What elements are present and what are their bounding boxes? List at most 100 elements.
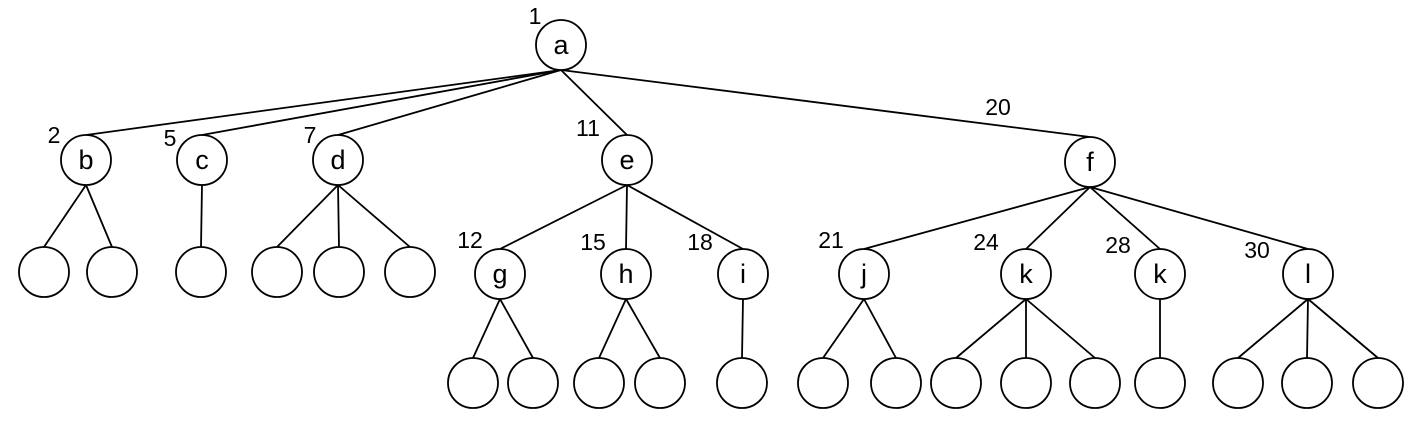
order-number-l: 30	[1244, 237, 1270, 263]
node-label: h	[618, 259, 633, 289]
node-circle	[870, 357, 922, 409]
edge-g-g1	[472, 298, 501, 359]
edge-k1-k1a	[955, 298, 1027, 359]
tree-node-j2	[870, 357, 922, 409]
node-circle	[634, 357, 686, 409]
tree-node-k2: k	[1134, 248, 1186, 300]
node-circle	[1069, 357, 1121, 409]
edge-h-h2	[625, 298, 661, 359]
tree-node-h: h	[600, 248, 652, 300]
edge-a-f	[560, 69, 1091, 138]
node-circle	[797, 357, 849, 409]
node-circle	[60, 134, 112, 186]
tree-node-k1c	[1069, 357, 1121, 409]
order-number-b: 2	[48, 122, 61, 148]
tree-node-h1	[573, 357, 625, 409]
node-circle	[1352, 357, 1404, 409]
edge-l-l1	[1237, 298, 1309, 359]
edge-l-l2	[1306, 298, 1309, 359]
edge-b-b2	[85, 184, 113, 248]
edge-d-d2	[337, 184, 340, 248]
node-circle	[1064, 136, 1116, 188]
edge-k1-k1c	[1025, 298, 1096, 359]
order-number-d: 7	[304, 122, 317, 148]
node-circle	[1134, 248, 1186, 300]
edge-d-d3	[337, 184, 411, 248]
node-circle	[716, 357, 768, 409]
tree-node-f: f	[1064, 136, 1116, 188]
order-number-k2: 28	[1105, 232, 1131, 258]
node-label: f	[1086, 147, 1094, 177]
edge-b-b1	[43, 184, 87, 248]
tree-node-l2	[1281, 357, 1333, 409]
node-label: j	[860, 259, 867, 289]
node-circle	[1000, 248, 1052, 300]
node-circle	[601, 134, 653, 186]
order-number-h: 15	[580, 229, 606, 255]
order-number-f: 20	[985, 94, 1011, 120]
tree-node-b1	[18, 246, 70, 298]
tree-node-l1	[1212, 357, 1264, 409]
order-number-c: 5	[164, 125, 177, 151]
node-circle	[1134, 357, 1186, 409]
node-circle	[312, 134, 364, 186]
node-label: a	[553, 30, 569, 60]
tree-node-d2	[313, 246, 365, 298]
node-circle	[18, 246, 70, 298]
node-circle	[447, 357, 499, 409]
node-circle	[573, 357, 625, 409]
edges-layer	[43, 69, 1379, 359]
edge-e-h	[625, 184, 628, 250]
tree-node-k2a	[1134, 357, 1186, 409]
edge-h-h1	[598, 298, 627, 359]
edge-f-k1	[1025, 186, 1091, 250]
node-circle	[507, 357, 559, 409]
node-circle	[474, 248, 526, 300]
edge-c-c1	[200, 184, 203, 248]
tree-node-d: d	[312, 134, 364, 186]
edge-e-g	[499, 184, 628, 250]
edge-f-k2	[1089, 186, 1161, 250]
tree-node-c: c	[176, 134, 228, 186]
order-number-i: 18	[687, 229, 713, 255]
order-number-k1: 24	[973, 229, 999, 255]
tree-node-g2	[507, 357, 559, 409]
edge-j-j1	[822, 298, 865, 359]
node-circle	[1281, 357, 1333, 409]
node-circle	[930, 357, 982, 409]
node-circle	[313, 246, 365, 298]
edge-i-i1	[741, 298, 744, 359]
tree-node-e: e	[601, 134, 653, 186]
order-number-j: 21	[818, 227, 844, 253]
node-circle	[535, 19, 587, 71]
node-circle	[1000, 357, 1052, 409]
edge-a-b	[85, 69, 562, 136]
node-label: b	[78, 145, 93, 175]
tree-node-k1a	[930, 357, 982, 409]
node-label: l	[1305, 259, 1311, 289]
tree-node-c1	[175, 246, 227, 298]
order-number-e: 11	[576, 115, 600, 141]
node-circle	[251, 246, 303, 298]
tree-node-k1: k	[1000, 248, 1052, 300]
edge-e-i	[626, 184, 744, 250]
node-label: e	[619, 145, 634, 175]
tree-node-g: g	[474, 248, 526, 300]
node-label: k	[1153, 259, 1167, 289]
edge-f-j	[863, 186, 1091, 250]
edge-a-d	[337, 69, 562, 136]
tree-node-j1	[797, 357, 849, 409]
order-number-g: 12	[457, 227, 483, 253]
node-circle	[600, 248, 652, 300]
node-circle	[717, 248, 769, 300]
tree-node-l3	[1352, 357, 1404, 409]
tree-node-j: j	[838, 248, 890, 300]
edge-j-j2	[863, 298, 897, 359]
tree-node-d3	[384, 246, 436, 298]
node-circle	[838, 248, 890, 300]
tree-node-l: l	[1282, 248, 1334, 300]
node-label: k	[1019, 259, 1033, 289]
node-circle	[384, 246, 436, 298]
tree-node-i1	[716, 357, 768, 409]
